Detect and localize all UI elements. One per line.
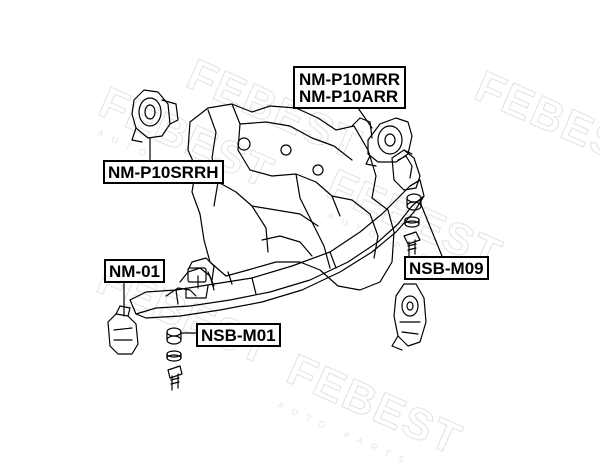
mount-nm-p10srrh-part xyxy=(131,89,179,143)
bolt-nsb-m09-part xyxy=(403,193,422,257)
engine-block xyxy=(187,103,395,291)
lower-right-mount-part xyxy=(391,283,427,351)
label-nm-p10srrh: NM-P10SRRH xyxy=(103,160,224,184)
mount-nm-01-part xyxy=(107,305,139,355)
label-nm-01-text: NM-01 xyxy=(109,262,161,281)
crossmember xyxy=(129,179,425,319)
rear-mount-on-crossmember xyxy=(185,257,215,299)
label-nm-p10srrh-text: NM-P10SRRH xyxy=(108,163,219,182)
bolt-nsb-m01-part xyxy=(166,327,183,391)
label-nm-p10mrr-arr: NM-P10MRR NM-P10ARR xyxy=(293,66,407,109)
label-nm-01: NM-01 xyxy=(104,259,166,283)
mount-nm-p10mrr-part xyxy=(365,117,413,167)
label-nsb-m01: NSB-M01 xyxy=(196,323,281,347)
engine-mount-diagram xyxy=(107,89,443,391)
label-nm-p10mrr: NM-P10MRR xyxy=(299,70,401,89)
label-nsb-m01-text: NSB-M01 xyxy=(201,326,276,345)
label-nsb-m09: NSB-M09 xyxy=(404,256,489,280)
label-nm-p10arr: NM-P10ARR xyxy=(299,87,399,106)
label-nsb-m09-text: NSB-M09 xyxy=(409,259,484,278)
leader-lines xyxy=(123,107,443,334)
